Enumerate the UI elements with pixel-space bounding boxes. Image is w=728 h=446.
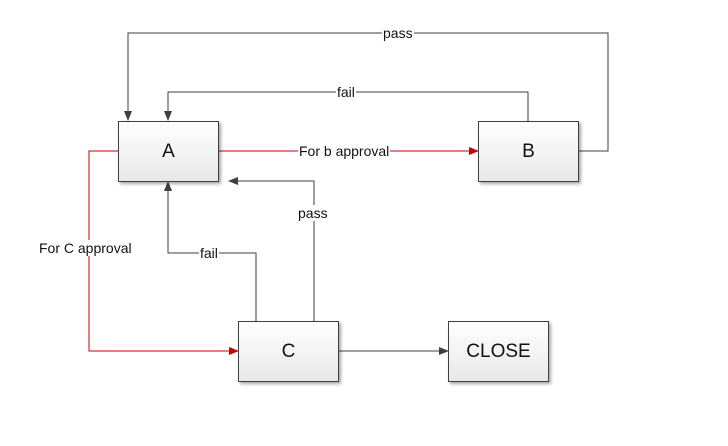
node-b-label: B bbox=[522, 140, 535, 162]
edge-label-a-to-c: For C approval bbox=[38, 240, 133, 256]
node-b: B bbox=[478, 121, 579, 182]
edge-b-to-a-pass bbox=[124, 32, 609, 152]
edge-label-c-to-a-fail: fail bbox=[199, 245, 219, 261]
node-close: CLOSE bbox=[448, 321, 549, 382]
node-c: C bbox=[238, 321, 339, 382]
node-a: A bbox=[118, 121, 219, 182]
node-c-label: C bbox=[281, 340, 296, 362]
edge-label-a-to-b: For b approval bbox=[298, 143, 391, 159]
node-a-label: A bbox=[162, 140, 175, 162]
edge-c-to-a-pass bbox=[228, 177, 315, 321]
edge-label-b-to-a-fail: fail bbox=[336, 84, 356, 100]
edge-label-c-to-a-pass: pass bbox=[297, 205, 329, 221]
edge-label-b-to-a-pass: pass bbox=[382, 25, 414, 41]
node-close-label: CLOSE bbox=[466, 340, 531, 362]
